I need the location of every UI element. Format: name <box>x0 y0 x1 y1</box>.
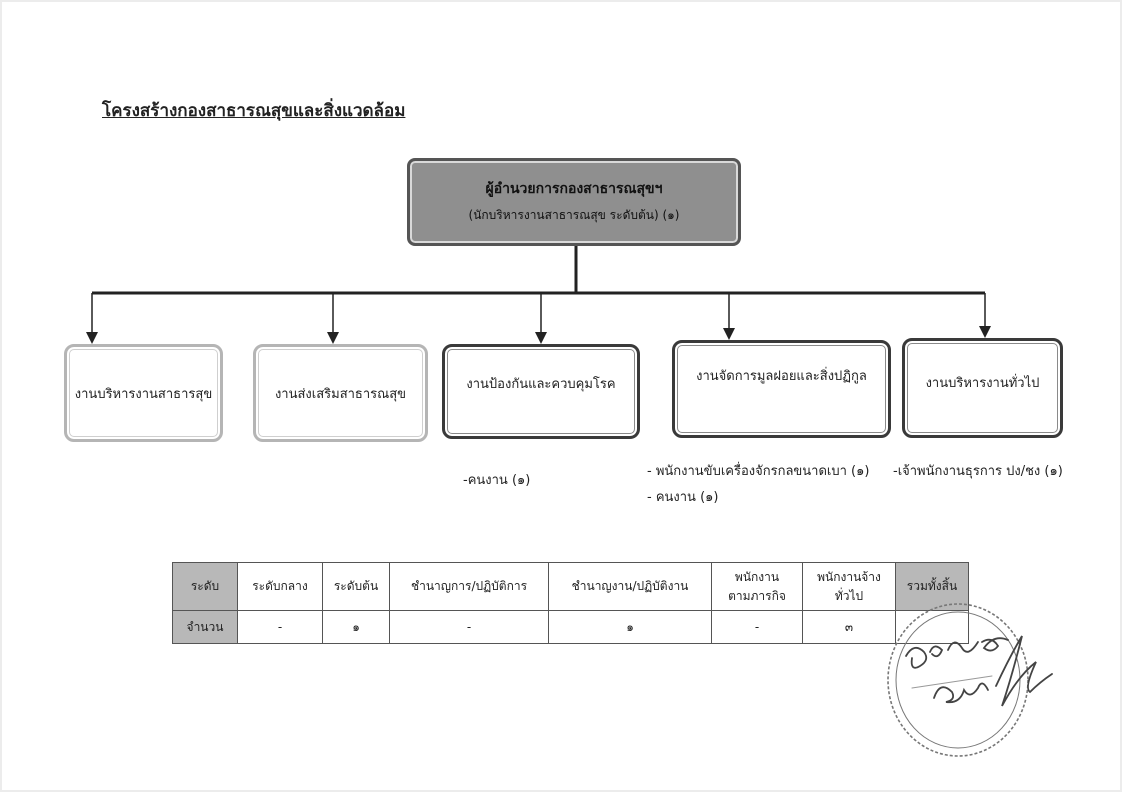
header-line: พนักงาน <box>734 569 780 584</box>
director-subtitle: (นักบริหารงานสาธารณสุข ระดับต้น) (๑) <box>468 208 680 222</box>
table-header-cell: ชำนาญการ/ปฏิบัติการ <box>389 562 549 611</box>
table-cell: ๓ <box>802 610 896 644</box>
staff-disease-control: -คนงาน (๑) <box>463 473 531 488</box>
director-box: ผู้อำนวยการกองสาธารณสุขฯ (นักบริหารงานสา… <box>407 158 741 246</box>
staff-waste-worker: - คนงาน (๑) <box>647 490 719 505</box>
unit-label: งานบริหารงานสาธารสุข <box>74 386 213 402</box>
table-cell: - <box>711 610 803 644</box>
header-line: ทั่วไป <box>834 588 864 603</box>
unit-label: งานจัดการมูลฝอยและสิ่งปฏิกูล <box>696 368 867 384</box>
table-cell: - <box>389 610 549 644</box>
table-header-cell: ชำนาญงาน/ปฏิบัติงาน <box>548 562 712 611</box>
staff-summary-table: ระดับ ระดับกลาง ระดับต้น ชำนาญการ/ปฏิบัต… <box>172 562 969 644</box>
unit-waste-management: งานจัดการมูลฝอยและสิ่งปฏิกูล <box>672 340 891 438</box>
header-line: ตามภารกิจ <box>728 588 786 603</box>
staff-general-clerk: -เจ้าพนักงานธุรการ ปง/ชง (๑) <box>893 464 1063 479</box>
table-header-cell: ระดับต้น <box>322 562 390 611</box>
staff-waste-driver: - พนักงานขับเครื่องจักรกลขนาดเบา (๑) <box>647 464 870 479</box>
table-row: จำนวน - ๑ - ๑ - ๓ <box>172 610 969 644</box>
table-header-cell: พนักงานจ้าง ทั่วไป <box>802 562 896 611</box>
table-header-cell: พนักงาน ตามภารกิจ <box>711 562 803 611</box>
certification-stamp <box>887 603 1053 757</box>
table-cell: ๑ <box>322 610 390 644</box>
unit-health-admin: งานบริหารงานสาธารสุข <box>64 344 223 442</box>
unit-label: งานส่งเสริมสาธารณสุข <box>274 386 407 402</box>
table-cell: จำนวน <box>172 610 238 644</box>
table-header-cell: รวมทั้งสิ้น <box>895 562 969 611</box>
unit-label: งานป้องกันและควบคุมโรค <box>466 377 616 392</box>
director-title: ผู้อำนวยการกองสาธารณสุขฯ <box>485 181 663 197</box>
header-line: พนักงานจ้าง <box>817 569 881 584</box>
unit-label: งานบริหารงานทั่วไป <box>925 375 1040 391</box>
table-header-cell: ระดับกลาง <box>237 562 323 611</box>
table-header-cell: ระดับ <box>172 562 238 611</box>
table-cell: - <box>237 610 323 644</box>
table-header-row: ระดับ ระดับกลาง ระดับต้น ชำนาญการ/ปฏิบัต… <box>172 562 969 611</box>
unit-disease-control: งานป้องกันและควบคุมโรค <box>442 344 640 439</box>
table-cell: ๑ <box>548 610 712 644</box>
page-title: โครงสร้างกองสาธารณสุขและสิ่งแวดล้อม <box>102 101 406 121</box>
unit-health-promotion: งานส่งเสริมสาธารณสุข <box>253 344 428 442</box>
unit-general-admin: งานบริหารงานทั่วไป <box>902 338 1063 438</box>
